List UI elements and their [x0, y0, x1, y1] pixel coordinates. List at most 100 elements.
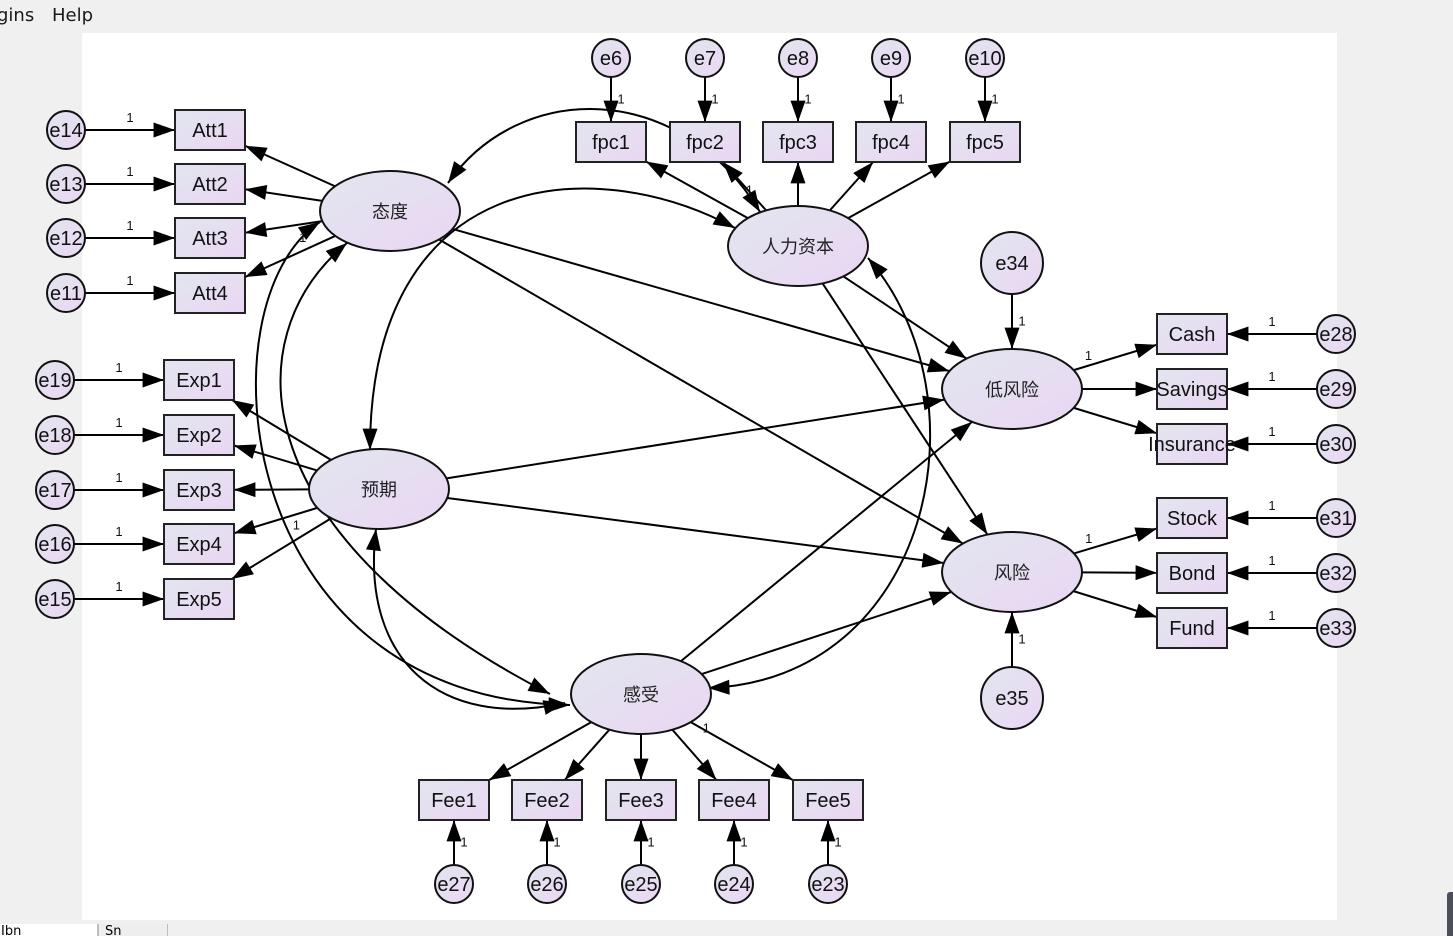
- rect-shape: [163, 359, 235, 401]
- path-low-to-Insurance[interactable]: [1073, 406, 1158, 435]
- error-term-e7[interactable]: e7: [685, 38, 725, 78]
- node-label: 感受: [623, 685, 659, 706]
- path-att-to-risk[interactable]: [438, 238, 964, 545]
- observed-variable-Exp3[interactable]: Exp3: [163, 469, 235, 511]
- error-term-e8[interactable]: e8: [778, 38, 818, 78]
- path-weight-label: 1: [1268, 424, 1275, 439]
- observed-variable-Att4[interactable]: Att4: [174, 272, 246, 314]
- path-att-to-Att3[interactable]: [244, 220, 323, 237]
- path-hc-to-fpc4[interactable]: [829, 161, 874, 212]
- error-term-e30[interactable]: e30: [1316, 424, 1356, 464]
- observed-variable-fpc1[interactable]: fpc1: [575, 121, 647, 163]
- path-exp-to-Exp5[interactable]: [231, 517, 332, 580]
- tab-tables[interactable]: Sn: [98, 924, 168, 936]
- menu-help[interactable]: Help: [52, 5, 94, 26]
- error-term-e23[interactable]: e23: [808, 864, 848, 904]
- error-term-e34[interactable]: e34: [980, 231, 1044, 295]
- error-term-e32[interactable]: e32: [1316, 553, 1356, 593]
- circle-shape: [714, 864, 754, 904]
- path-fee-to-Fee2[interactable]: [563, 729, 611, 781]
- observed-variable-Fee5[interactable]: Fee5: [792, 779, 864, 821]
- path-exp-to-risk[interactable]: [447, 496, 944, 568]
- path-hc-to-fpc2[interactable]: [722, 161, 767, 212]
- path-weight-label: 1: [1268, 498, 1275, 513]
- path-att-to-Att4[interactable]: [244, 235, 336, 278]
- observed-variable-Bond[interactable]: Bond: [1156, 552, 1228, 594]
- path-weight-label: 1: [115, 360, 122, 375]
- path-att-to-Att1[interactable]: [244, 144, 336, 188]
- error-term-e16[interactable]: e16: [35, 524, 75, 564]
- latent-variable-fee[interactable]: 感受: [570, 653, 712, 735]
- observed-variable-Savings[interactable]: Savings: [1156, 368, 1228, 410]
- observed-variable-Exp4[interactable]: Exp4: [163, 523, 235, 565]
- covariance-hc-exp[interactable]: [362, 187, 736, 451]
- observed-variable-Cash[interactable]: Cash: [1156, 313, 1228, 355]
- error-term-e31[interactable]: e31: [1316, 498, 1356, 538]
- error-term-e17[interactable]: e17: [35, 470, 75, 510]
- observed-variable-Stock[interactable]: Stock: [1156, 497, 1228, 539]
- path-hc-to-fpc5[interactable]: [847, 160, 951, 219]
- path-att-to-low[interactable]: [452, 227, 950, 373]
- error-term-e19[interactable]: e19: [35, 360, 75, 400]
- error-term-e14[interactable]: e14: [46, 110, 86, 150]
- observed-variable-Exp2[interactable]: Exp2: [163, 414, 235, 456]
- path-fee-to-Fee1[interactable]: [488, 721, 592, 782]
- path-fee-to-low[interactable]: [680, 421, 973, 662]
- observed-variable-fpc2[interactable]: fpc2: [669, 121, 741, 163]
- error-term-e29[interactable]: e29: [1316, 369, 1356, 409]
- path-fee-to-risk[interactable]: [701, 591, 952, 675]
- error-term-e18[interactable]: e18: [35, 415, 75, 455]
- error-term-e9[interactable]: e9: [871, 38, 911, 78]
- error-term-e27[interactable]: e27: [434, 864, 474, 904]
- observed-variable-Fee3[interactable]: Fee3: [605, 779, 677, 821]
- path-exp-to-low[interactable]: [446, 395, 945, 480]
- observed-variable-Fee4[interactable]: Fee4: [698, 779, 770, 821]
- path-risk-to-Fund[interactable]: [1073, 590, 1158, 619]
- latent-variable-att[interactable]: 态度: [319, 170, 461, 252]
- path-att-to-Att2[interactable]: [244, 185, 323, 202]
- error-term-e15[interactable]: e15: [35, 579, 75, 619]
- observed-variable-Att2[interactable]: Att2: [174, 163, 246, 205]
- error-term-e10[interactable]: e10: [965, 38, 1005, 78]
- covariance-hc-fee[interactable]: [707, 257, 932, 695]
- observed-variable-Fee1[interactable]: Fee1: [418, 779, 490, 821]
- error-term-e6[interactable]: e6: [591, 38, 631, 78]
- error-term-e26[interactable]: e26: [527, 864, 567, 904]
- observed-variable-fpc3[interactable]: fpc3: [762, 121, 834, 163]
- observed-variable-Fee2[interactable]: Fee2: [511, 779, 583, 821]
- observed-variable-Exp1[interactable]: Exp1: [163, 359, 235, 401]
- tab-path-diagram[interactable]: Ibn: [0, 924, 98, 936]
- observed-variable-fpc5[interactable]: fpc5: [949, 121, 1021, 163]
- error-term-e35[interactable]: e35: [980, 666, 1044, 730]
- path-exp-to-Exp2[interactable]: [233, 444, 318, 472]
- error-term-e24[interactable]: e24: [714, 864, 754, 904]
- covariance-exp-fee[interactable]: [365, 528, 566, 715]
- path-exp-to-Exp4[interactable]: [233, 506, 318, 535]
- error-term-e12[interactable]: e12: [46, 218, 86, 258]
- menu-plugins[interactable]: gins: [0, 5, 35, 26]
- path-risk-to-Stock[interactable]: [1073, 527, 1158, 555]
- observed-variable-Fund[interactable]: Fund: [1156, 607, 1228, 649]
- observed-variable-Exp5[interactable]: Exp5: [163, 578, 235, 620]
- error-term-e25[interactable]: e25: [621, 864, 661, 904]
- latent-variable-low[interactable]: 低风险: [941, 348, 1083, 430]
- node-label: fpc2: [686, 132, 724, 154]
- latent-variable-risk[interactable]: 风险: [941, 531, 1083, 613]
- path-fee-to-Fee5[interactable]: [690, 721, 794, 782]
- observed-variable-Att3[interactable]: Att3: [174, 217, 246, 259]
- path-exp-to-Exp1[interactable]: [231, 399, 332, 461]
- observed-variable-fpc4[interactable]: fpc4: [855, 121, 927, 163]
- error-term-e11[interactable]: e11: [46, 273, 86, 313]
- latent-variable-exp[interactable]: 预期: [308, 448, 450, 530]
- observed-variable-Insurance[interactable]: Insurance: [1148, 423, 1236, 465]
- error-term-e33[interactable]: e33: [1316, 608, 1356, 648]
- scrollbar-thumb[interactable]: [1447, 892, 1453, 936]
- path-fee-to-Fee4[interactable]: [671, 729, 718, 781]
- path-low-to-Cash[interactable]: [1073, 343, 1158, 372]
- node-label: Fee2: [524, 790, 570, 812]
- error-term-e28[interactable]: e28: [1316, 314, 1356, 354]
- observed-variable-Att1[interactable]: Att1: [174, 109, 246, 151]
- latent-variable-hc[interactable]: 人力资本: [727, 205, 869, 287]
- covariance-att-hc[interactable]: [447, 108, 761, 213]
- error-term-e13[interactable]: e13: [46, 164, 86, 204]
